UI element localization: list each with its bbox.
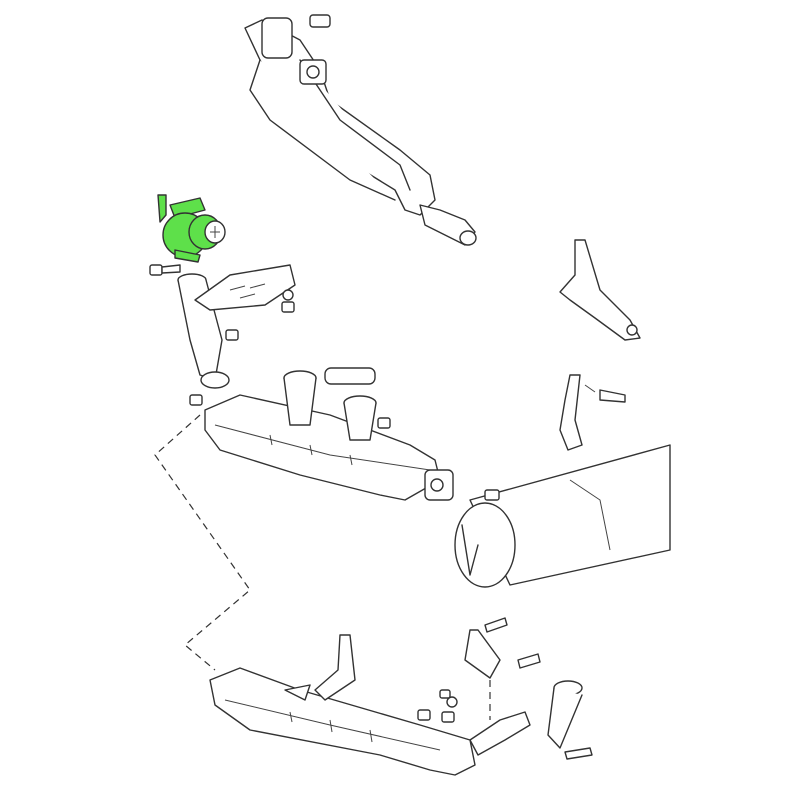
- lower-bracket-left[interactable]: [314, 634, 356, 701]
- mounting-bracket-right[interactable]: [559, 374, 626, 451]
- lower-bracket-right[interactable]: [464, 617, 541, 720]
- nut-and-washer[interactable]: [281, 289, 295, 313]
- main-muffler[interactable]: [204, 367, 454, 501]
- heater-control-valve-highlighted[interactable]: [157, 194, 226, 263]
- nuts-and-bolts[interactable]: [417, 689, 593, 760]
- tail-silencer[interactable]: [454, 444, 671, 588]
- left-heat-exchanger-pipe[interactable]: [177, 264, 296, 406]
- assembly-leader-line: [154, 414, 251, 671]
- lower-heat-exchanger-assembly[interactable]: [209, 667, 583, 776]
- upper-heat-exchanger[interactable]: [244, 14, 477, 246]
- mounting-bracket-upper-right[interactable]: [559, 239, 641, 341]
- bolt[interactable]: [149, 264, 181, 276]
